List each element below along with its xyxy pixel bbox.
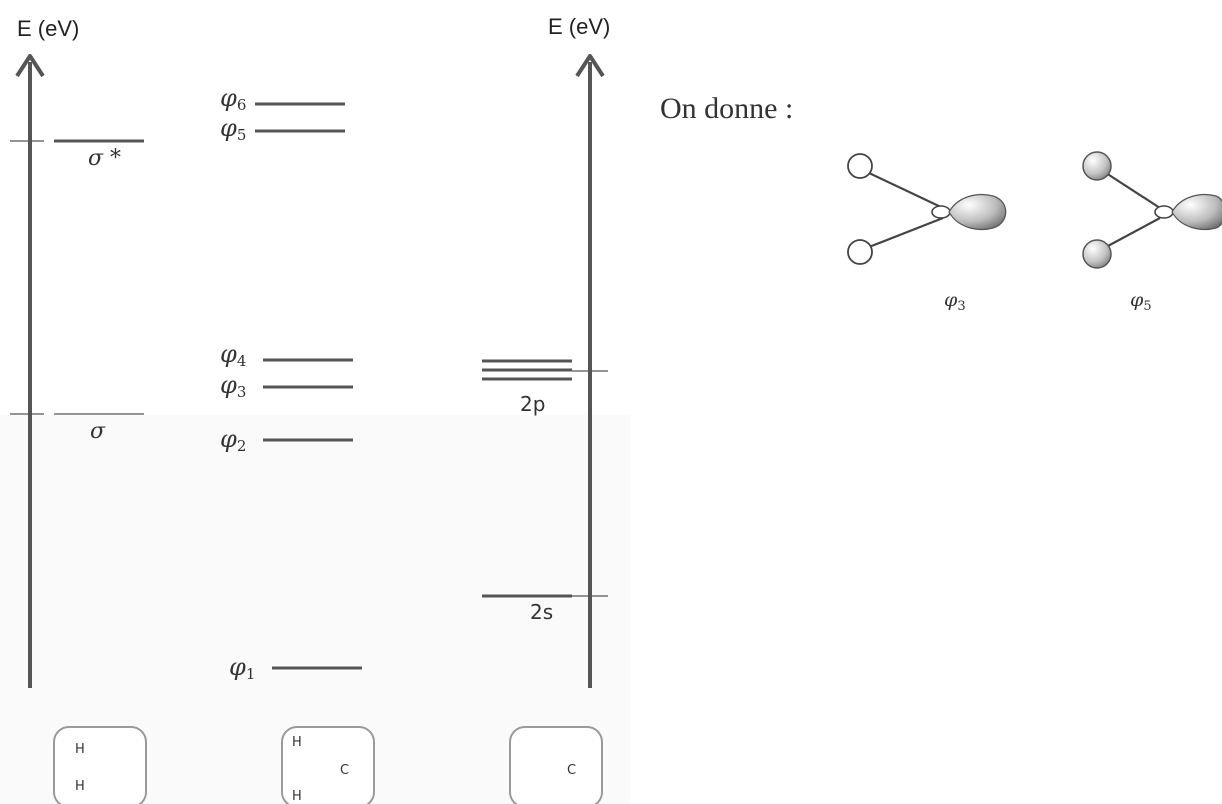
phi3-label: φ3	[220, 371, 247, 401]
right-axis-title: E (eV)	[548, 14, 611, 39]
phi4-label: φ4	[220, 340, 247, 370]
left-energy-axis	[10, 54, 45, 688]
phi1-label: φ1	[229, 653, 256, 683]
phi5-orbital-caption: φ5	[1130, 289, 1152, 314]
right-energy-axis	[572, 54, 608, 688]
phi5-label: φ5	[220, 114, 247, 144]
h2-fragment-box	[53, 726, 147, 804]
given-heading: On donne :	[660, 92, 794, 125]
phi6-label: φ6	[220, 84, 247, 114]
ch2-atom-h-top: H	[292, 735, 302, 750]
ch2-atom-h-bottom: H	[292, 789, 302, 804]
c-atom-c: C	[567, 763, 577, 778]
phi3-orbital-drawing	[847, 153, 1007, 265]
h2-atom-h-top: H	[75, 742, 85, 757]
c-fragment-box	[509, 726, 603, 804]
2p-label: 2p	[520, 392, 546, 416]
2p-levels	[482, 359, 572, 381]
phi2-label: φ2	[220, 425, 247, 455]
left-axis-title: E (eV)	[17, 16, 80, 41]
ch2-atom-c: C	[340, 763, 350, 778]
phi3-orbital-caption: φ3	[944, 289, 966, 314]
2s-label: 2s	[530, 600, 554, 624]
sigma-label: σ	[90, 419, 106, 444]
sigma-star-label: σ *	[88, 146, 122, 171]
h2-atom-h-bottom: H	[75, 779, 85, 794]
phi5-orbital-drawing	[1082, 151, 1222, 269]
ch2-fragment-box	[281, 726, 375, 804]
